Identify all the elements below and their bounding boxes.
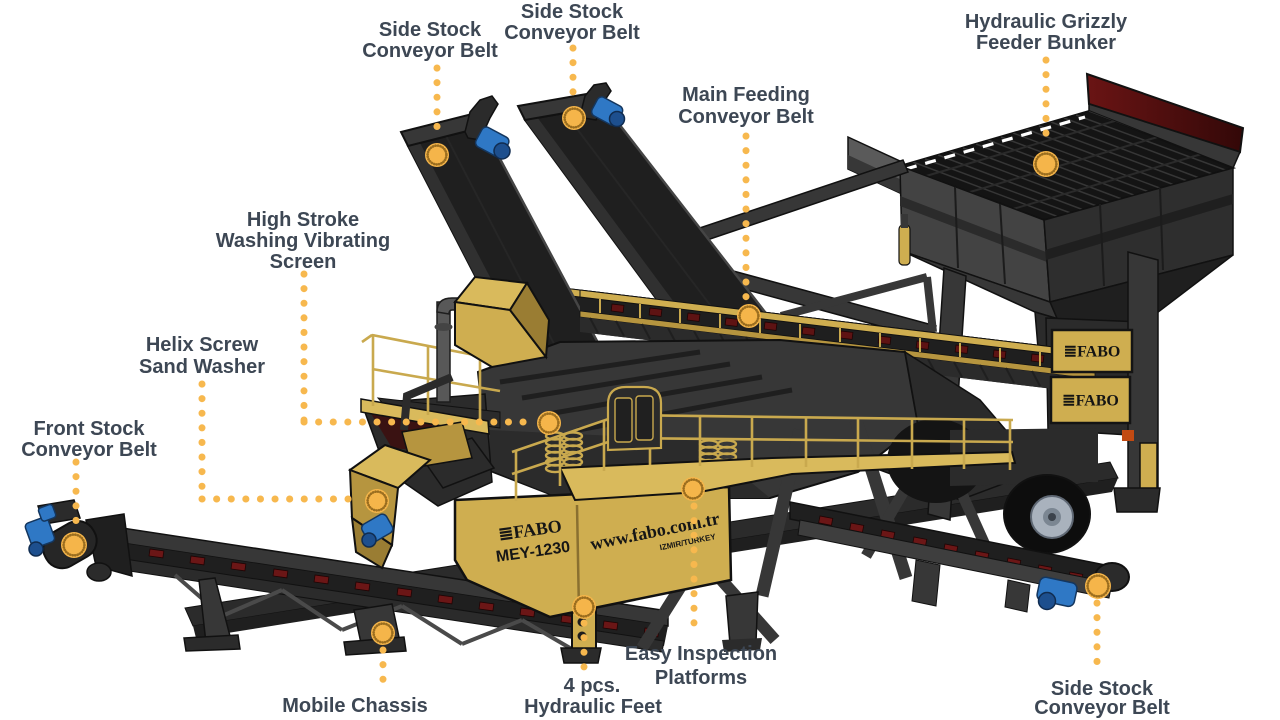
- svg-text:Easy Inspection: Easy Inspection: [625, 643, 777, 665]
- svg-text:Side Stock: Side Stock: [521, 1, 624, 23]
- svg-text:Platforms: Platforms: [655, 667, 747, 689]
- svg-text:≣FABO: ≣FABO: [1062, 393, 1119, 410]
- svg-text:Side Stock: Side Stock: [379, 19, 482, 41]
- svg-text:Screen: Screen: [270, 251, 337, 273]
- svg-text:Mobile Chassis: Mobile Chassis: [282, 695, 428, 717]
- svg-text:Sand Washer: Sand Washer: [139, 356, 265, 378]
- svg-text:4 pcs.: 4 pcs.: [564, 675, 621, 697]
- svg-text:Conveyor Belt: Conveyor Belt: [504, 22, 640, 44]
- svg-text:Conveyor Belt: Conveyor Belt: [1034, 697, 1170, 719]
- svg-text:High Stroke: High Stroke: [247, 209, 359, 231]
- svg-text:Hydraulic Grizzly: Hydraulic Grizzly: [965, 11, 1128, 33]
- svg-text:Helix Screw: Helix Screw: [146, 334, 259, 356]
- svg-text:Front Stock: Front Stock: [33, 418, 145, 440]
- svg-text:Hydraulic Feet: Hydraulic Feet: [524, 696, 662, 718]
- svg-text:Washing Vibrating: Washing Vibrating: [216, 230, 390, 252]
- svg-text:Side Stock: Side Stock: [1051, 678, 1154, 700]
- svg-text:Conveyor Belt: Conveyor Belt: [21, 439, 157, 461]
- svg-text:Main Feeding: Main Feeding: [682, 84, 810, 106]
- svg-text:Conveyor Belt: Conveyor Belt: [678, 106, 814, 128]
- svg-text:≣FABO: ≣FABO: [1064, 344, 1121, 361]
- svg-text:Feeder Bunker: Feeder Bunker: [976, 32, 1116, 54]
- svg-text:Conveyor Belt: Conveyor Belt: [362, 40, 498, 62]
